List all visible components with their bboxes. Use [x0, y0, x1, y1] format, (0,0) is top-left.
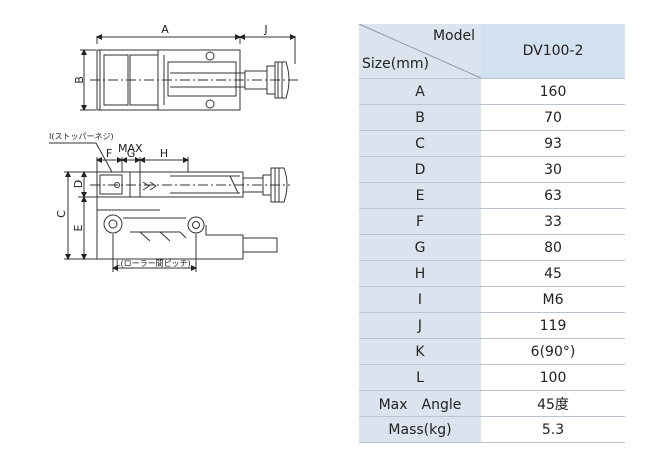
table-row: G 80 [359, 234, 625, 261]
size-header-label: Size(mm) [362, 56, 429, 72]
row-value: 45度 [481, 390, 625, 417]
dim-label-a: A [161, 23, 169, 36]
row-value: 33 [481, 208, 625, 235]
row-label: L [359, 364, 481, 391]
table-row: K 6(90°) [359, 338, 625, 365]
dim-label-f: F [106, 147, 112, 160]
row-label: Mass(kg) [359, 416, 481, 443]
row-label: G [359, 234, 481, 261]
dim-label-g: G [127, 147, 136, 160]
row-value: 70 [481, 104, 625, 131]
table-row: Mass(kg) 5.3 [359, 416, 625, 443]
dim-label-max: MAX [118, 142, 143, 155]
row-value: M6 [481, 286, 625, 313]
row-value: 80 [481, 234, 625, 261]
technical-drawing: A J B [49, 23, 300, 272]
dim-label-j: J [263, 23, 267, 36]
table-row: F 33 [359, 208, 625, 235]
dim-label-i: I(ストッパーネジ) [49, 132, 114, 141]
table-row: L 100 [359, 364, 625, 391]
row-value: 45 [481, 260, 625, 287]
row-label: H [359, 260, 481, 287]
row-value: 93 [481, 130, 625, 157]
row-label: B [359, 104, 481, 131]
table-row: J 119 [359, 312, 625, 339]
spec-table: Model Size(mm) DV100-2 A 160 B 70 C 93 D… [359, 24, 625, 443]
row-value: 160 [481, 78, 625, 105]
row-value: 5.3 [481, 416, 625, 443]
row-value: 100 [481, 364, 625, 391]
row-label: E [359, 182, 481, 209]
table-row: Max Angle 45度 [359, 390, 625, 417]
row-value: 119 [481, 312, 625, 339]
table-row: H 45 [359, 260, 625, 287]
row-label: D [359, 156, 481, 183]
row-label: K [359, 338, 481, 365]
side-view [49, 142, 290, 272]
dim-label-b: B [73, 76, 86, 84]
row-label: Max Angle [359, 390, 481, 417]
dim-label-h: H [160, 147, 168, 160]
row-value: 63 [481, 182, 625, 209]
model-value: DV100-2 [481, 24, 625, 79]
table-row: A 160 [359, 78, 625, 105]
header-corner-cell: Model Size(mm) [359, 24, 481, 79]
table-row: E 63 [359, 182, 625, 209]
table-row: D 30 [359, 156, 625, 183]
top-view [80, 34, 300, 111]
dim-label-e: E [72, 224, 85, 231]
table-header-row: Model Size(mm) DV100-2 [359, 24, 625, 79]
dim-label-l: L(ローラー間ピッチ) [116, 259, 191, 268]
row-label: F [359, 208, 481, 235]
row-label: A [359, 78, 481, 105]
row-label: I [359, 286, 481, 313]
dim-label-c: C [55, 210, 68, 218]
table-row: I M6 [359, 286, 625, 313]
diagonal-divider [359, 24, 481, 78]
row-label: J [359, 312, 481, 339]
row-label: C [359, 130, 481, 157]
model-header-label: Model [432, 28, 475, 44]
table-row: B 70 [359, 104, 625, 131]
row-value: 6(90°) [481, 338, 625, 365]
dim-label-d: D [72, 180, 85, 188]
table-row: C 93 [359, 130, 625, 157]
row-value: 30 [481, 156, 625, 183]
